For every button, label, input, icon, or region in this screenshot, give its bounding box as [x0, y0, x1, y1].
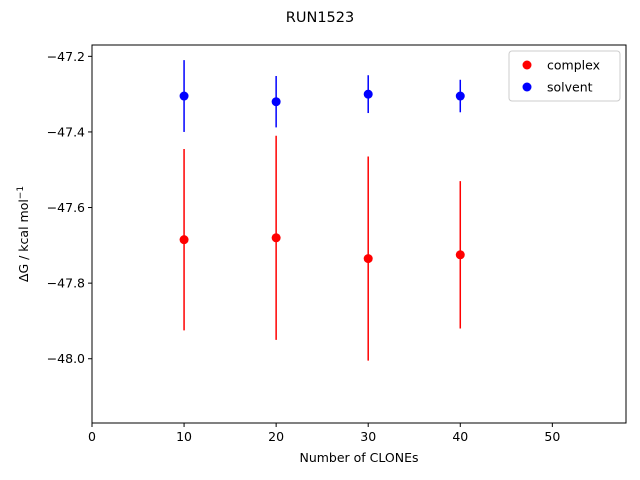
- y-axis-label: ΔG / kcal mol−1: [16, 186, 31, 282]
- legend-marker: [522, 60, 532, 70]
- plot-area: [179, 60, 465, 361]
- series-solvent: [179, 60, 465, 132]
- data-point: [271, 97, 281, 107]
- x-tick-label: 0: [88, 429, 96, 444]
- data-point: [363, 254, 373, 264]
- x-tick-label: 30: [360, 429, 376, 444]
- axis-ticks: 0 10 20 30 40 50 −48.0 −47.8 −47.6 −47.4 −47.2: [47, 49, 561, 444]
- legend-box: [508, 50, 621, 102]
- data-point: [179, 91, 189, 101]
- chart-title: RUN1523: [286, 10, 354, 26]
- legend-label: complex: [547, 58, 600, 73]
- x-axis-label: Number of CLONEs: [299, 450, 418, 465]
- x-tick-label: 40: [452, 429, 468, 444]
- data-point: [455, 91, 465, 101]
- y-axis-label-superscript: −1: [16, 186, 26, 199]
- y-tick-label: −47.2: [47, 49, 85, 64]
- data-point: [179, 235, 189, 245]
- data-point: [455, 250, 465, 260]
- x-tick-label: 10: [176, 429, 192, 444]
- y-tick-label: −47.8: [47, 276, 85, 291]
- y-axis-label-main: ΔG / kcal mol: [16, 199, 31, 282]
- legend: complex solvent: [508, 50, 621, 102]
- axes-frame: [91, 44, 627, 424]
- series-complex: [179, 135, 465, 361]
- y-tick-label: −47.6: [47, 200, 85, 215]
- data-point: [271, 233, 281, 243]
- legend-label: solvent: [547, 80, 593, 95]
- legend-marker: [522, 82, 532, 92]
- x-tick-label: 20: [268, 429, 284, 444]
- x-tick-label: 50: [544, 429, 560, 444]
- data-point: [363, 89, 373, 99]
- y-tick-label: −48.0: [47, 351, 85, 366]
- y-tick-label: −47.4: [47, 124, 85, 139]
